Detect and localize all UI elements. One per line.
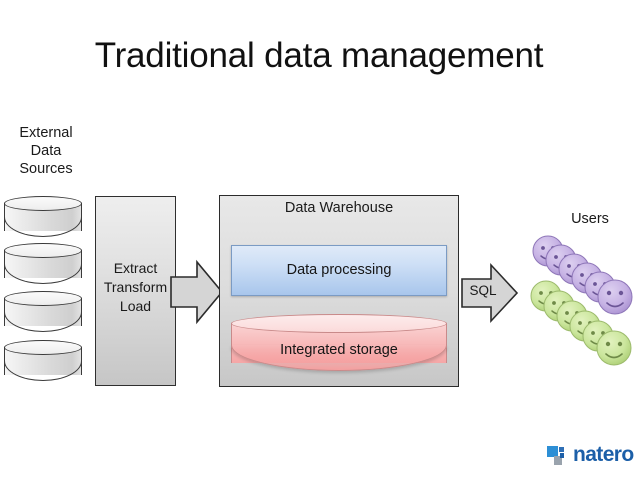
source-database-cylinder-1 xyxy=(4,196,82,238)
data-warehouse-title: Data Warehouse xyxy=(284,200,394,216)
arrow-etl-to-warehouse-icon xyxy=(170,259,224,325)
cylinder-bottom xyxy=(4,217,82,237)
users-label: Users xyxy=(571,211,609,227)
sql-arrow-label: SQL xyxy=(469,283,497,298)
external-label-line-2: Data xyxy=(30,143,62,159)
cylinder-bottom xyxy=(4,361,82,381)
cylinder-top xyxy=(4,243,82,258)
source-database-cylinder-3 xyxy=(4,291,82,333)
etl-label-line-3: Load xyxy=(119,298,152,314)
natero-logo-text: natero xyxy=(573,443,634,466)
cylinder-bottom xyxy=(4,312,82,332)
data-processing-label: Data processing xyxy=(286,262,392,278)
cylinder-top xyxy=(4,340,82,355)
source-database-cylinder-4 xyxy=(4,340,82,382)
external-data-sources-label: External Data Sources xyxy=(3,124,89,178)
source-database-cylinder-2 xyxy=(4,243,82,285)
etl-label-line-1: Extract xyxy=(113,260,158,276)
cylinder-top xyxy=(4,291,82,306)
data-processing-box xyxy=(231,245,447,296)
page-title: Traditional data management xyxy=(94,36,544,75)
external-label-line-3: Sources xyxy=(19,161,73,177)
external-label-line-1: External xyxy=(19,125,73,141)
users-faces-cluster xyxy=(530,232,638,382)
storage-cylinder-top xyxy=(231,314,447,333)
cylinder-top xyxy=(4,196,82,211)
etl-label-line-2: Transform xyxy=(103,279,168,295)
natero-logo: natero xyxy=(547,443,635,471)
integrated-storage-cylinder xyxy=(231,314,447,374)
etl-label: Extract Transform Load xyxy=(95,259,176,316)
integrated-storage-label: Integrated storage xyxy=(280,342,398,358)
cylinder-bottom xyxy=(4,264,82,284)
arrow-sql-icon xyxy=(461,262,519,324)
user-face-green-6 xyxy=(596,330,632,366)
natero-logo-mark-icon xyxy=(547,445,570,472)
user-face-purple-6 xyxy=(597,279,633,315)
